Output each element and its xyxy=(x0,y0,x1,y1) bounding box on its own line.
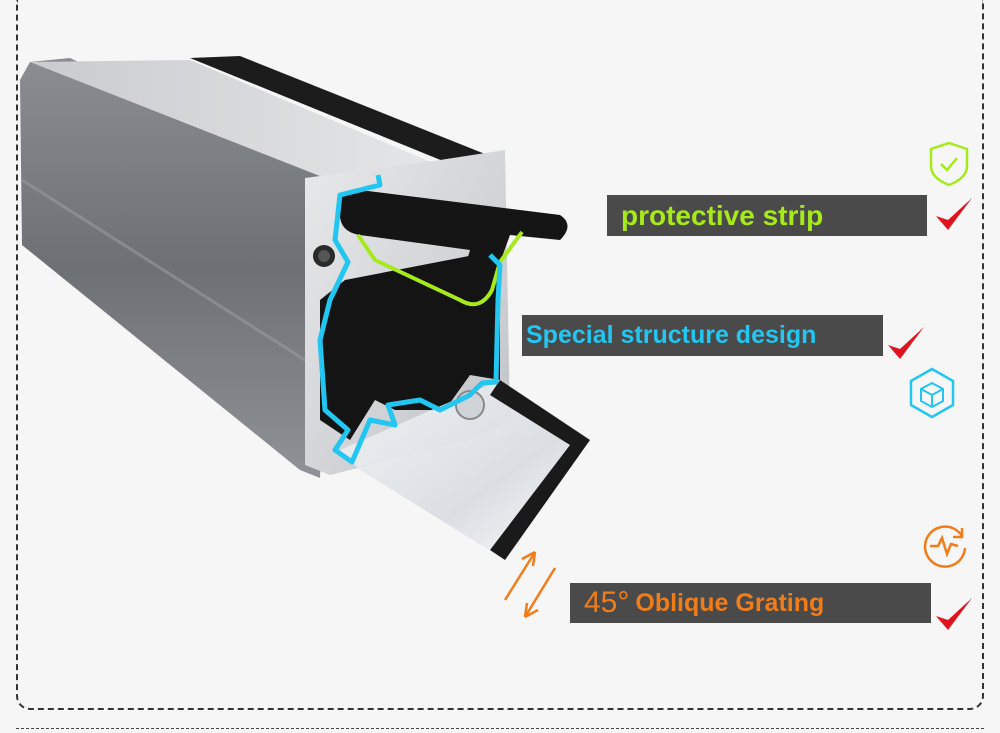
checkmark-icon xyxy=(936,598,972,630)
cube-icon xyxy=(909,367,955,419)
heartbeat-refresh-icon xyxy=(923,525,967,568)
grating-text: Oblique Grating xyxy=(635,588,825,617)
bottom-divider xyxy=(16,728,984,729)
double-arrow-icon xyxy=(503,550,557,619)
special-structure-text: Special structure design xyxy=(526,321,817,349)
grating-angle-text: 45° xyxy=(584,586,630,619)
protective-strip-text: protective strip xyxy=(621,199,824,231)
special-structure-label: Special structure design xyxy=(522,315,883,356)
checkmark-icon xyxy=(888,327,924,359)
dashed-frame xyxy=(16,0,984,710)
checkmark-icon xyxy=(936,198,972,230)
shield-check-icon xyxy=(929,141,969,187)
oblique-grating-label: 45° Oblique Grating xyxy=(570,583,931,623)
protective-strip-label: protective strip xyxy=(607,195,927,236)
